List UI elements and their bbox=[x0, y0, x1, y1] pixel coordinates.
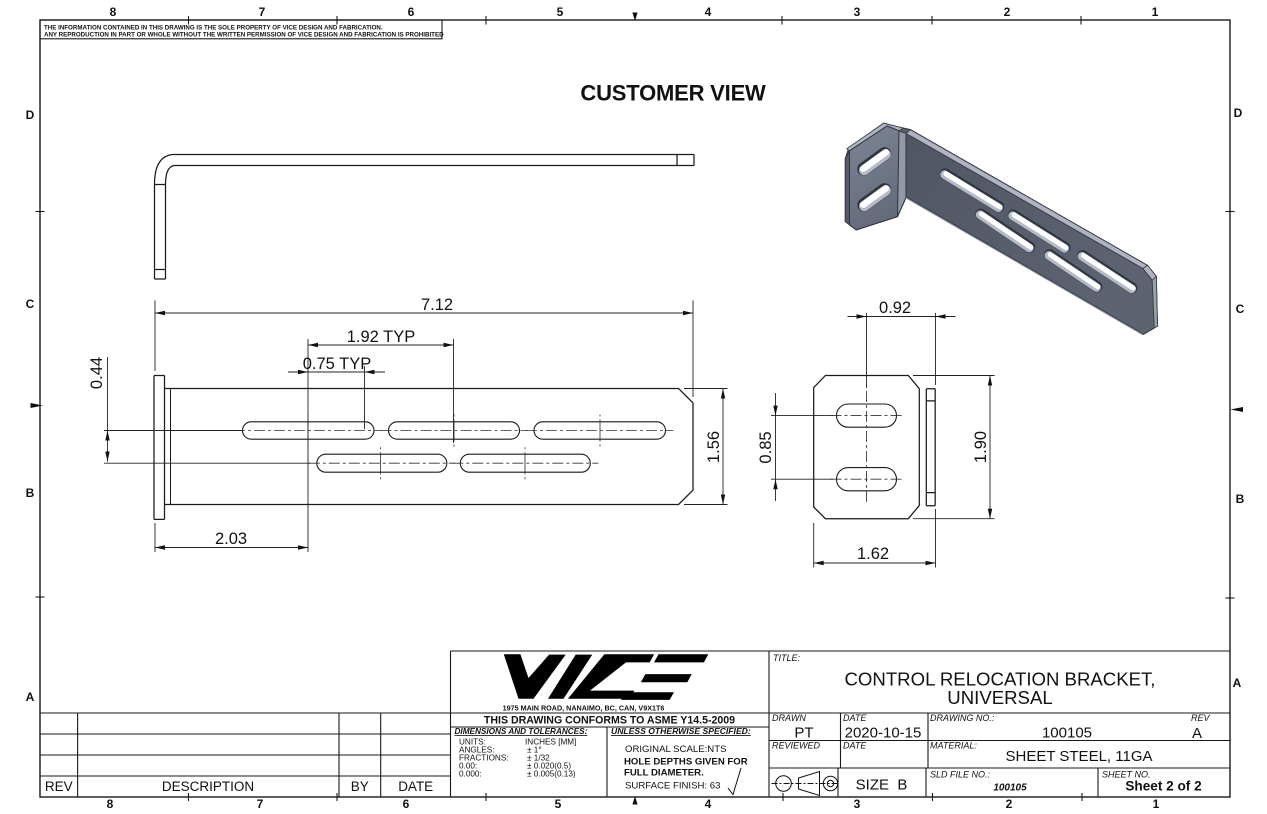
svg-text:UNLESS OTHERWISE SPECIFIED:: UNLESS OTHERWISE SPECIFIED: bbox=[611, 726, 751, 736]
svg-text:1.62: 1.62 bbox=[857, 545, 889, 563]
svg-text:TITLE:: TITLE: bbox=[773, 653, 801, 663]
svg-text:HOLE DEPTHS GIVEN FOR: HOLE DEPTHS GIVEN FOR bbox=[624, 757, 748, 768]
svg-text:PT: PT bbox=[794, 725, 813, 742]
svg-text:FULL DIAMETER.: FULL DIAMETER. bbox=[624, 768, 704, 779]
svg-text:3: 3 bbox=[854, 797, 861, 811]
svg-text:5: 5 bbox=[557, 5, 564, 19]
svg-text:0.92: 0.92 bbox=[879, 299, 911, 317]
svg-text:D: D bbox=[26, 108, 35, 122]
svg-text:B: B bbox=[26, 486, 35, 500]
svg-text:± 1°: ± 1° bbox=[527, 746, 542, 755]
svg-text:± 1/32: ± 1/32 bbox=[527, 754, 550, 763]
svg-text:A: A bbox=[1192, 725, 1202, 742]
svg-text:CUSTOMER VIEW: CUSTOMER VIEW bbox=[580, 81, 766, 106]
svg-text:1.56: 1.56 bbox=[705, 431, 723, 463]
svg-text:5: 5 bbox=[555, 797, 562, 811]
svg-text:0.85: 0.85 bbox=[757, 431, 775, 463]
svg-text:THIS DRAWING CONFORMS TO ASME: THIS DRAWING CONFORMS TO ASME Y14.5-2009 bbox=[484, 715, 735, 727]
svg-text:100105: 100105 bbox=[993, 783, 1027, 794]
svg-text:REVIEWED: REVIEWED bbox=[772, 741, 821, 751]
svg-text:MATERIAL:: MATERIAL: bbox=[930, 741, 977, 751]
svg-text:1975 MAIN ROAD, NANAIMO, BC, C: 1975 MAIN ROAD, NANAIMO, BC, CAN, V9X1T6 bbox=[503, 704, 665, 713]
svg-text:1: 1 bbox=[1153, 797, 1160, 811]
svg-text:± 0.020(0.5): ± 0.020(0.5) bbox=[527, 762, 571, 771]
svg-text:1: 1 bbox=[1152, 5, 1159, 19]
svg-text:0.75 TYP: 0.75 TYP bbox=[303, 355, 372, 373]
svg-text:B: B bbox=[1236, 492, 1245, 506]
svg-text:DATE: DATE bbox=[843, 741, 867, 751]
svg-text:6: 6 bbox=[403, 797, 410, 811]
svg-text:SHEET NO.: SHEET NO. bbox=[1102, 770, 1151, 780]
svg-text:SURFACE FINISH: 63: SURFACE FINISH: 63 bbox=[625, 781, 720, 792]
svg-text:C: C bbox=[26, 297, 35, 311]
svg-text:ANGLES:: ANGLES: bbox=[459, 746, 495, 755]
svg-text:REV: REV bbox=[1191, 713, 1211, 723]
svg-text:INCHES [MM]: INCHES [MM] bbox=[525, 738, 576, 747]
svg-text:SLD FILE NO.:: SLD FILE NO.: bbox=[930, 770, 991, 780]
svg-text:2.03: 2.03 bbox=[215, 530, 247, 548]
svg-text:SIZE B: SIZE B bbox=[856, 777, 908, 794]
svg-text:THE INFORMATION CONTAINED IN T: THE INFORMATION CONTAINED IN THIS DRAWIN… bbox=[44, 25, 383, 32]
svg-text:ORIGINAL SCALE:NTS: ORIGINAL SCALE:NTS bbox=[625, 744, 726, 755]
svg-text:REV: REV bbox=[45, 779, 73, 794]
svg-text:1.90: 1.90 bbox=[972, 431, 990, 463]
svg-text:0.44: 0.44 bbox=[88, 357, 106, 389]
svg-text:DESCRIPTION: DESCRIPTION bbox=[162, 779, 254, 794]
svg-text:DRAWN: DRAWN bbox=[772, 713, 806, 723]
svg-text:SHEET STEEL, 11GA: SHEET STEEL, 11GA bbox=[1005, 748, 1152, 765]
svg-text:6: 6 bbox=[408, 5, 415, 19]
svg-text:C: C bbox=[1236, 302, 1245, 316]
svg-text:7: 7 bbox=[257, 797, 264, 811]
svg-text:0.00:: 0.00: bbox=[459, 762, 477, 771]
svg-text:A: A bbox=[1233, 676, 1242, 690]
svg-text:2020-10-15: 2020-10-15 bbox=[845, 725, 922, 742]
svg-text:DATE: DATE bbox=[398, 779, 433, 794]
svg-text:CONTROL RELOCATION BRACKET,: CONTROL RELOCATION BRACKET, bbox=[845, 669, 1156, 690]
svg-text:Sheet 2 of 2: Sheet 2 of 2 bbox=[1125, 779, 1202, 794]
svg-text:3: 3 bbox=[854, 5, 861, 19]
svg-text:ANY REPRODUCTION IN PART OR WH: ANY REPRODUCTION IN PART OR WHOLE WITHOU… bbox=[44, 32, 444, 39]
svg-text:± 0.005(0.13): ± 0.005(0.13) bbox=[527, 770, 576, 779]
svg-text:A: A bbox=[26, 690, 35, 704]
svg-text:FRACTIONS:: FRACTIONS: bbox=[459, 754, 509, 763]
svg-text:7.12: 7.12 bbox=[421, 296, 453, 314]
svg-text:2: 2 bbox=[1004, 5, 1011, 19]
svg-text:7: 7 bbox=[259, 5, 266, 19]
svg-text:DATE: DATE bbox=[843, 713, 867, 723]
svg-text:4: 4 bbox=[705, 797, 712, 811]
svg-text:DRAWING NO.:: DRAWING NO.: bbox=[930, 713, 995, 723]
svg-text:BY: BY bbox=[351, 779, 369, 794]
svg-text:1.92 TYP: 1.92 TYP bbox=[347, 328, 416, 346]
svg-text:100105: 100105 bbox=[1042, 725, 1092, 742]
svg-text:UNITS:: UNITS: bbox=[459, 738, 486, 747]
svg-text:8: 8 bbox=[110, 5, 117, 19]
svg-text:4: 4 bbox=[705, 5, 712, 19]
svg-text:0.000:: 0.000: bbox=[459, 770, 482, 779]
svg-text:D: D bbox=[1234, 106, 1243, 120]
svg-text:2: 2 bbox=[1006, 797, 1013, 811]
svg-text:UNIVERSAL: UNIVERSAL bbox=[947, 687, 1052, 708]
svg-text:DIMENSIONS AND TOLERANCES:: DIMENSIONS AND TOLERANCES: bbox=[455, 727, 588, 736]
svg-text:8: 8 bbox=[107, 797, 114, 811]
